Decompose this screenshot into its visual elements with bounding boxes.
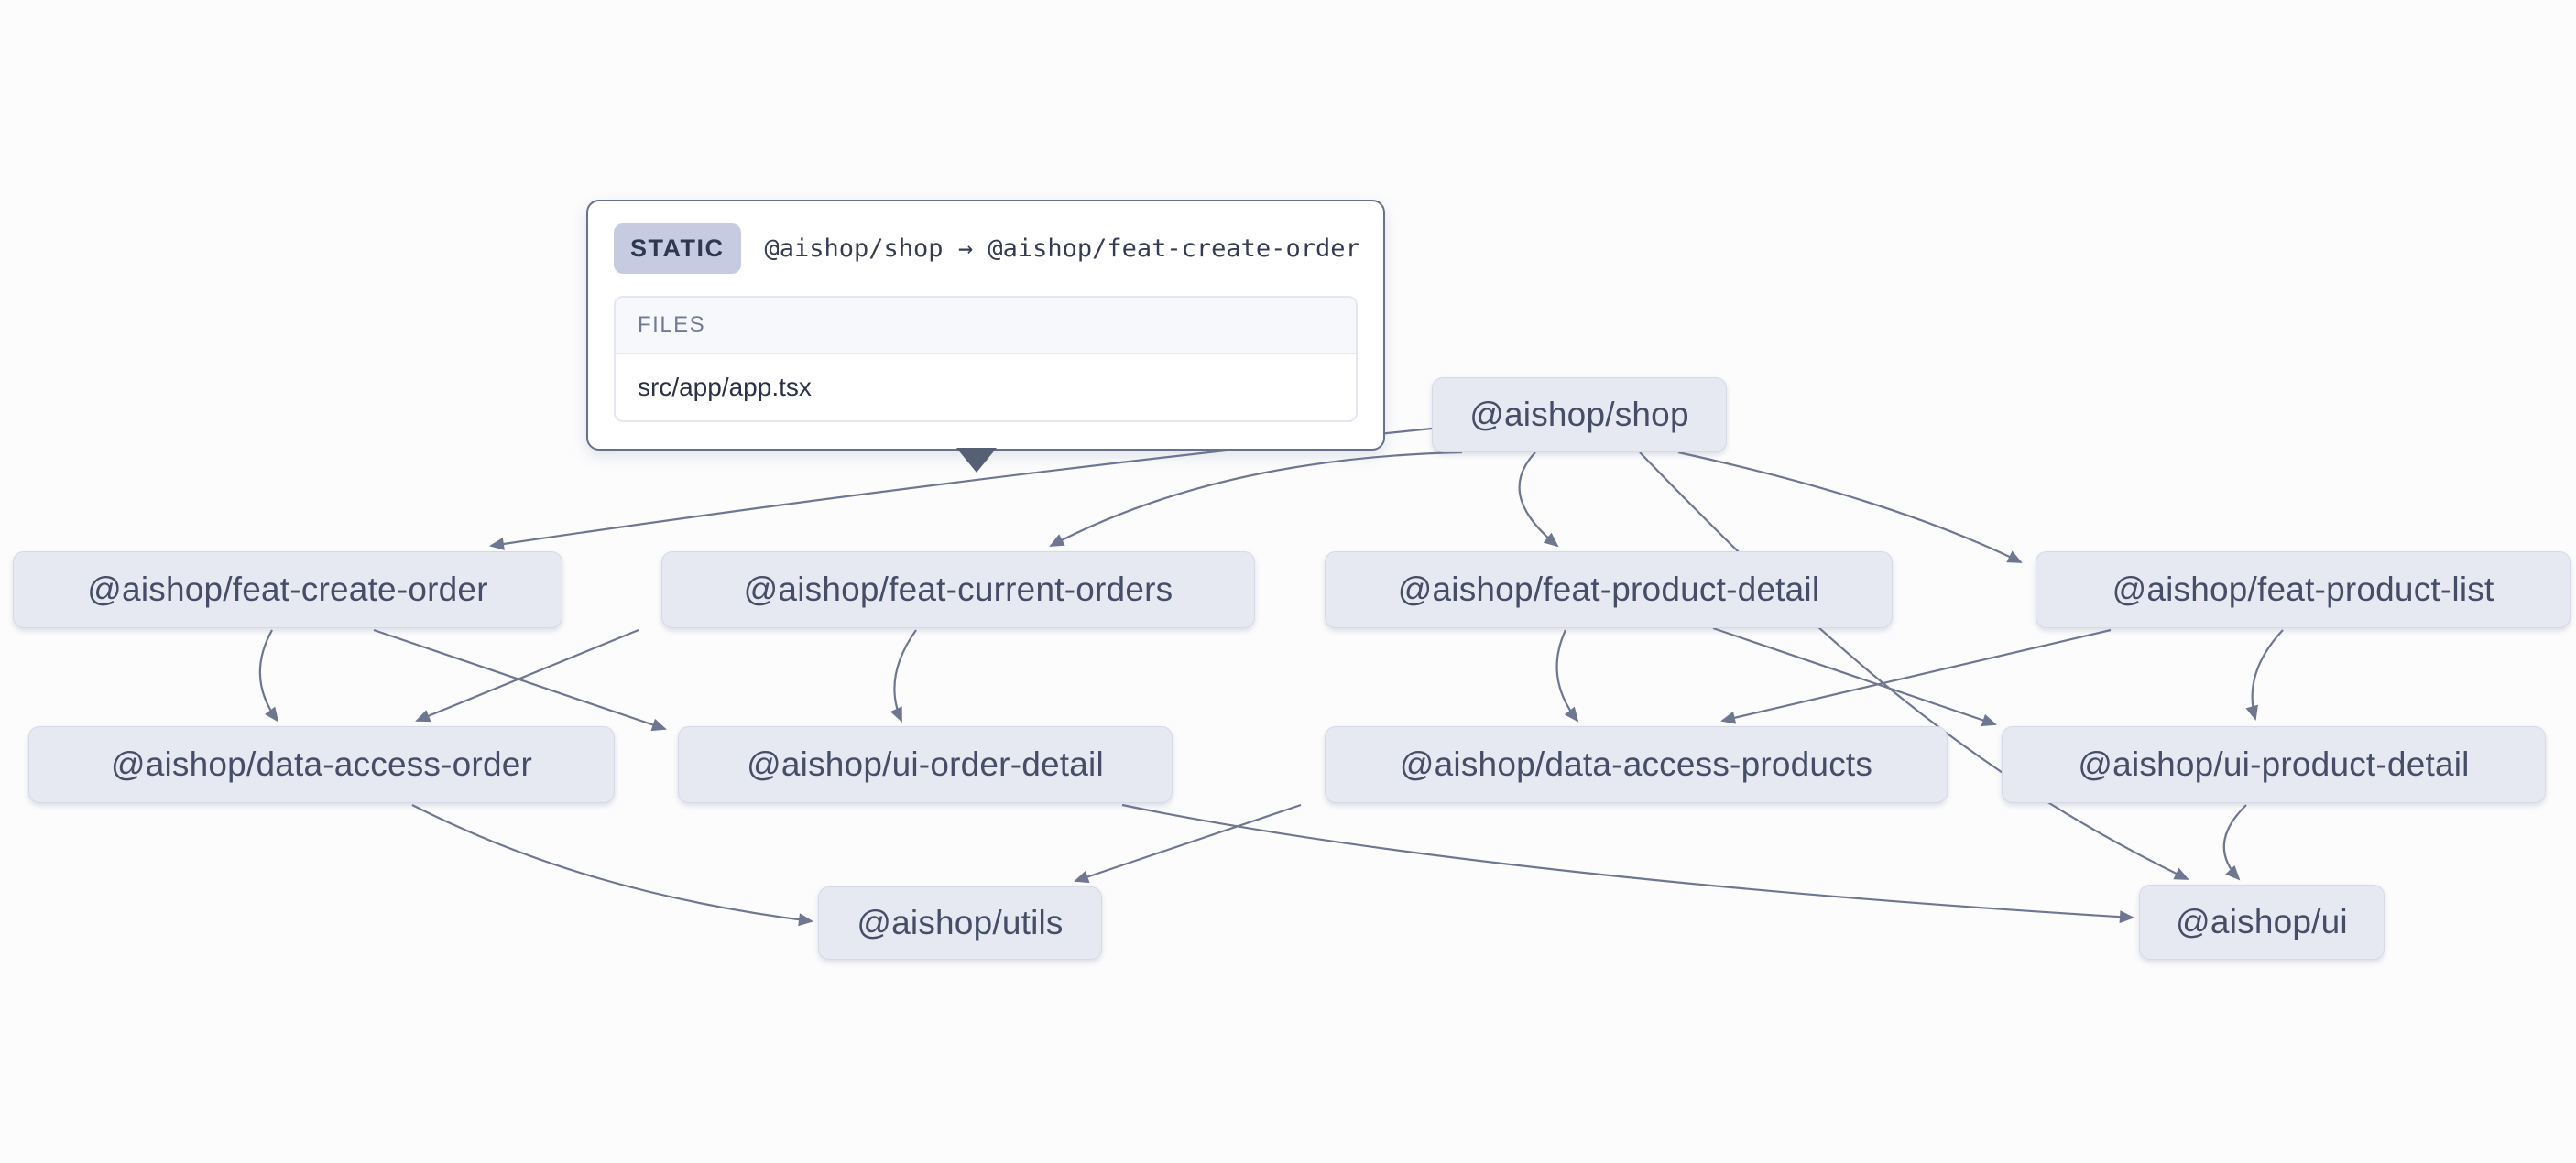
edge-feat-product-list-to-data-access-products[interactable] bbox=[1720, 628, 2112, 724]
graph-node-ui[interactable]: @aishop/ui bbox=[2139, 885, 2385, 960]
edge-tooltip: STATIC @aishop/shop → @aishop/feat-creat… bbox=[586, 200, 1385, 451]
files-heading: FILES bbox=[616, 298, 1356, 354]
graph-node-feat-product-detail[interactable]: @aishop/feat-product-detail bbox=[1325, 551, 1893, 628]
edge-data-access-order-to-utils[interactable] bbox=[411, 804, 813, 927]
edge-feat-current-orders-to-data-access-order[interactable] bbox=[415, 628, 639, 723]
edge-feat-product-list-to-ui-product-detail[interactable] bbox=[2245, 629, 2284, 721]
edge-data-access-products-to-utils[interactable] bbox=[1074, 803, 1302, 884]
edge-shop-to-ui[interactable] bbox=[1639, 451, 2189, 880]
graph-node-data-access-order[interactable]: @aishop/data-access-order bbox=[28, 726, 615, 803]
edge-tooltip-title-row: STATIC @aishop/shop → @aishop/feat-creat… bbox=[614, 223, 1360, 274]
edge-tooltip-label: @aishop/shop → @aishop/feat-create-order bbox=[764, 234, 1360, 263]
edge-ui-product-detail-to-ui[interactable] bbox=[2222, 804, 2247, 881]
graph-node-utils[interactable]: @aishop/utils bbox=[818, 886, 1102, 960]
graph-node-shop[interactable]: @aishop/shop bbox=[1432, 377, 1727, 452]
graph-node-feat-create-order[interactable]: @aishop/feat-create-order bbox=[13, 551, 562, 628]
edge-type-badge: STATIC bbox=[614, 223, 741, 274]
graph-node-ui-order-detail[interactable]: @aishop/ui-order-detail bbox=[678, 726, 1173, 803]
edge-shop-to-feat-current-orders[interactable] bbox=[1049, 451, 1463, 547]
file-path: src/app/app.tsx bbox=[616, 354, 1356, 420]
edge-feat-create-order-to-data-access-order[interactable] bbox=[258, 629, 279, 723]
edge-feat-current-orders-to-ui-order-detail[interactable] bbox=[890, 629, 917, 723]
edge-shop-to-feat-product-list[interactable] bbox=[1677, 451, 2023, 563]
edge-tooltip-caret bbox=[956, 448, 997, 473]
edge-feat-product-detail-to-ui-product-detail[interactable] bbox=[1712, 626, 1997, 727]
edge-ui-order-detail-to-ui[interactable] bbox=[1121, 803, 2134, 924]
edge-tooltip-files-panel: FILES src/app/app.tsx bbox=[614, 296, 1358, 422]
graph-node-feat-product-list[interactable]: @aishop/feat-product-list bbox=[2036, 551, 2571, 628]
edge-feat-product-detail-to-data-access-products[interactable] bbox=[1555, 629, 1579, 723]
graph-node-feat-current-orders[interactable]: @aishop/feat-current-orders bbox=[661, 551, 1255, 628]
edge-shop-to-feat-product-detail[interactable] bbox=[1518, 451, 1559, 548]
graph-node-ui-product-detail[interactable]: @aishop/ui-product-detail bbox=[2002, 726, 2546, 803]
graph-node-data-access-products[interactable]: @aishop/data-access-products bbox=[1325, 726, 1948, 803]
